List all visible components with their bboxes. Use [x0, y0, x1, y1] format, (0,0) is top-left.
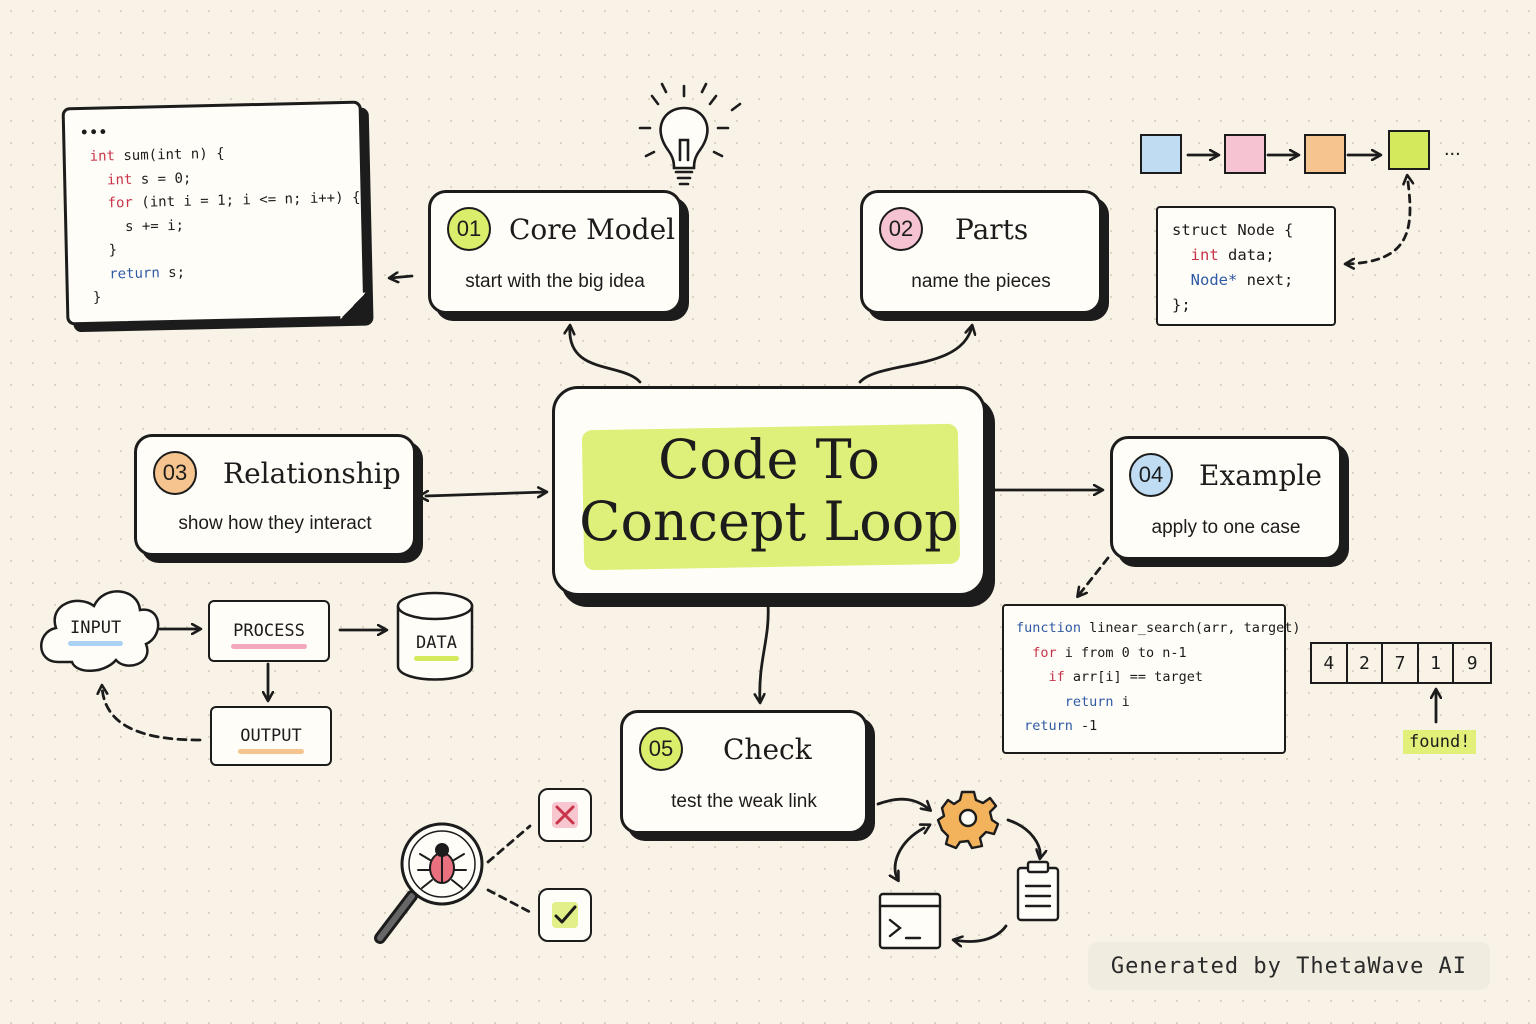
step-title: Parts: [955, 212, 1029, 246]
arrow-core-model-to-code: [390, 276, 414, 278]
step-subtitle: name the pieces: [911, 271, 1051, 292]
array-cells: 4 2 7 1 9: [1310, 642, 1492, 684]
lightbulb-icon: [638, 82, 742, 186]
watermark: Generated by ThetaWave AI: [1088, 942, 1490, 990]
code-line: int s = 0;: [90, 170, 192, 189]
list-node-square: [1224, 134, 1266, 174]
step-subtitle: test the weak link: [671, 791, 817, 812]
list-node-square: [1140, 134, 1182, 174]
output-label: OUTPUT: [238, 726, 304, 754]
step-number-badge: 03: [153, 451, 197, 495]
arrow-output-to-input: [102, 686, 202, 742]
code-line: };: [1172, 296, 1191, 314]
window-dots: •••: [80, 121, 110, 142]
step-subtitle: start with the big idea: [465, 271, 645, 292]
process-box: PROCESS: [208, 600, 330, 662]
code-line: int sum(int n) {: [89, 145, 225, 165]
step-number-badge: 01: [447, 207, 491, 251]
input-cloud-shape: [40, 590, 160, 672]
list-node-square: [1304, 134, 1346, 174]
code-line: int data;: [1172, 246, 1275, 264]
step-number-badge: 05: [639, 727, 683, 771]
sum-code: int sum(int n) { int s = 0; for (int i =…: [89, 140, 362, 311]
array-cell: 1: [1419, 644, 1455, 682]
code-line: return i: [1016, 693, 1130, 710]
check-icon: [552, 902, 578, 928]
step-title: Core Model: [509, 212, 676, 246]
array-cell: 2: [1348, 644, 1384, 682]
found-label: found!: [1403, 730, 1477, 754]
arrow-center-to-core-model: [570, 326, 642, 384]
search-code-card: function linear_search(arr, target) for …: [1002, 604, 1300, 754]
code-line: return s;: [92, 264, 186, 283]
array-cell: 7: [1383, 644, 1419, 682]
center-title-line1: Code To: [658, 428, 880, 491]
code-line: for i from 0 to n-1: [1016, 644, 1187, 661]
clipboard-icon: [1016, 860, 1060, 922]
arrow-node-link: [1346, 182, 1410, 264]
step-relationship: 03 Relationship show how they interact: [134, 434, 416, 556]
struct-code: struct Node { int data; Node* next; };: [1172, 218, 1293, 318]
cross-icon: [552, 802, 578, 828]
step-subtitle: apply to one case: [1151, 517, 1301, 538]
step-title: Example: [1199, 458, 1322, 492]
center-title-line2: Concept Loop: [579, 490, 959, 553]
array-cell: 4: [1312, 644, 1348, 682]
center-concept: Code To Concept Loop: [552, 386, 986, 596]
search-code: function linear_search(arr, target) for …: [1016, 616, 1300, 739]
code-line: struct Node {: [1172, 221, 1294, 239]
step-title: Check: [723, 732, 812, 766]
list-ellipsis: ...: [1444, 138, 1461, 160]
terminal-icon: [878, 892, 942, 950]
code-line: s += i;: [91, 217, 185, 236]
data-cylinder: [396, 591, 474, 681]
data-label: DATA: [414, 633, 459, 661]
step-parts: 02 Parts name the pieces: [860, 190, 1102, 314]
step-core-model: 01 Core Model start with the big idea: [428, 190, 682, 314]
step-example: 04 Example apply to one case: [1110, 436, 1342, 560]
arrow-check-to-gear: [876, 797, 930, 810]
arrow-example-to-code: [1078, 556, 1110, 596]
code-line: Node* next;: [1172, 271, 1294, 289]
pass-tile: [538, 888, 592, 942]
code-line: return -1: [1016, 718, 1098, 734]
page-fold: [339, 292, 367, 320]
process-label: PROCESS: [231, 621, 307, 649]
code-line: function linear_search(arr, target): [1016, 620, 1301, 636]
struct-node-card: struct Node { int data; Node* next; };: [1156, 206, 1336, 326]
step-check: 05 Check test the weak link: [620, 710, 868, 834]
arrow-center-to-check: [760, 602, 770, 702]
fail-tile: [538, 788, 592, 842]
code-window: ••• int sum(int n) { int s = 0; for (int…: [61, 100, 367, 326]
output-box: OUTPUT: [210, 706, 332, 766]
code-line: if arr[i] == target: [1016, 669, 1203, 685]
step-number-badge: 04: [1129, 453, 1173, 497]
bug-icon: [417, 843, 467, 889]
step-title: Relationship: [223, 456, 401, 490]
input-label: INPUT: [68, 618, 124, 646]
code-line: }: [92, 289, 102, 306]
step-subtitle: show how they interact: [178, 513, 372, 534]
code-line: for (int i = 1; i <= n; i++) {: [90, 189, 361, 212]
arrow-center-to-parts: [858, 326, 972, 384]
arrow-relationship-center: [426, 492, 546, 496]
list-node-square: [1388, 130, 1430, 170]
step-number-badge: 02: [879, 207, 923, 251]
code-line: }: [91, 242, 118, 259]
array-cell: 9: [1466, 652, 1478, 674]
gear-icon: [936, 790, 1000, 850]
